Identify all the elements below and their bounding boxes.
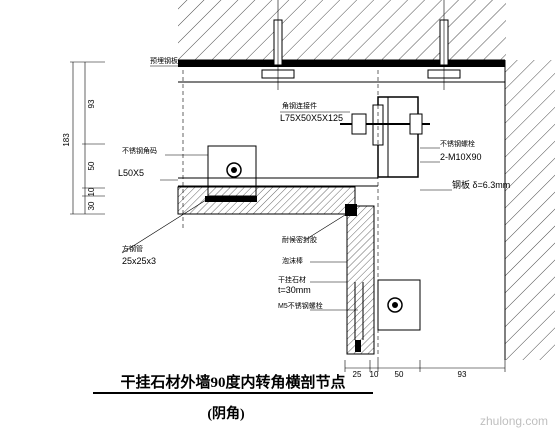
label-left-angle-tag: 不锈钢角码 [122, 146, 157, 155]
label-tube: 25x25x3 [122, 256, 156, 266]
dim-10b: 10 [370, 370, 379, 379]
label-bolt-spec: 2-M10X90 [440, 152, 482, 162]
embedded-plate [178, 60, 505, 67]
drawing-subtitle: (阴角) [207, 405, 245, 422]
label-stone-tag: 干挂石材 [278, 275, 306, 284]
label-top-anchor: 预埋钢板 [150, 56, 178, 65]
dim-chain-left [70, 61, 105, 215]
dim-50b: 50 [395, 370, 404, 379]
label-left-angle: L50X5 [118, 168, 144, 178]
drawing-title: 干挂石材外墙90度内转角横剖节点 [120, 373, 345, 391]
label-pin: M5不锈钢螺栓 [278, 301, 323, 310]
label-foam: 泡沫棒 [282, 256, 303, 265]
label-angle-steel-tag: 角钢连接件 [282, 101, 317, 110]
label-steel-plate: 钢板 δ=6.3mm [452, 179, 510, 190]
label-angle-steel: L75X50X5X125 [280, 113, 343, 123]
dim-25: 25 [353, 370, 362, 379]
dim-30: 30 [87, 201, 96, 210]
leader-lines [121, 65, 452, 311]
sealant-joint [345, 204, 357, 216]
label-bolt-tag: 不锈钢螺栓 [440, 139, 475, 148]
label-sealant: 耐候密封胶 [282, 235, 317, 244]
wall-top [178, 0, 506, 61]
label-tube-tag: 方钢管 [122, 244, 143, 253]
stone-horizontal [177, 186, 356, 215]
dim-93: 93 [87, 99, 96, 108]
label-stone-thk: t=30mm [278, 285, 311, 295]
anchor-bolts-top [261, 0, 461, 90]
dim-chain-bottom [344, 360, 506, 372]
dim-50: 50 [87, 161, 96, 170]
right-bracket [340, 96, 430, 178]
wall-right [504, 60, 555, 360]
dim-183: 183 [62, 133, 71, 147]
stone-vertical [346, 205, 375, 355]
dim-10: 10 [87, 187, 96, 196]
lower-connector [354, 279, 421, 352]
dim-93b: 93 [458, 370, 467, 379]
watermark: zhulong.com [480, 414, 548, 428]
